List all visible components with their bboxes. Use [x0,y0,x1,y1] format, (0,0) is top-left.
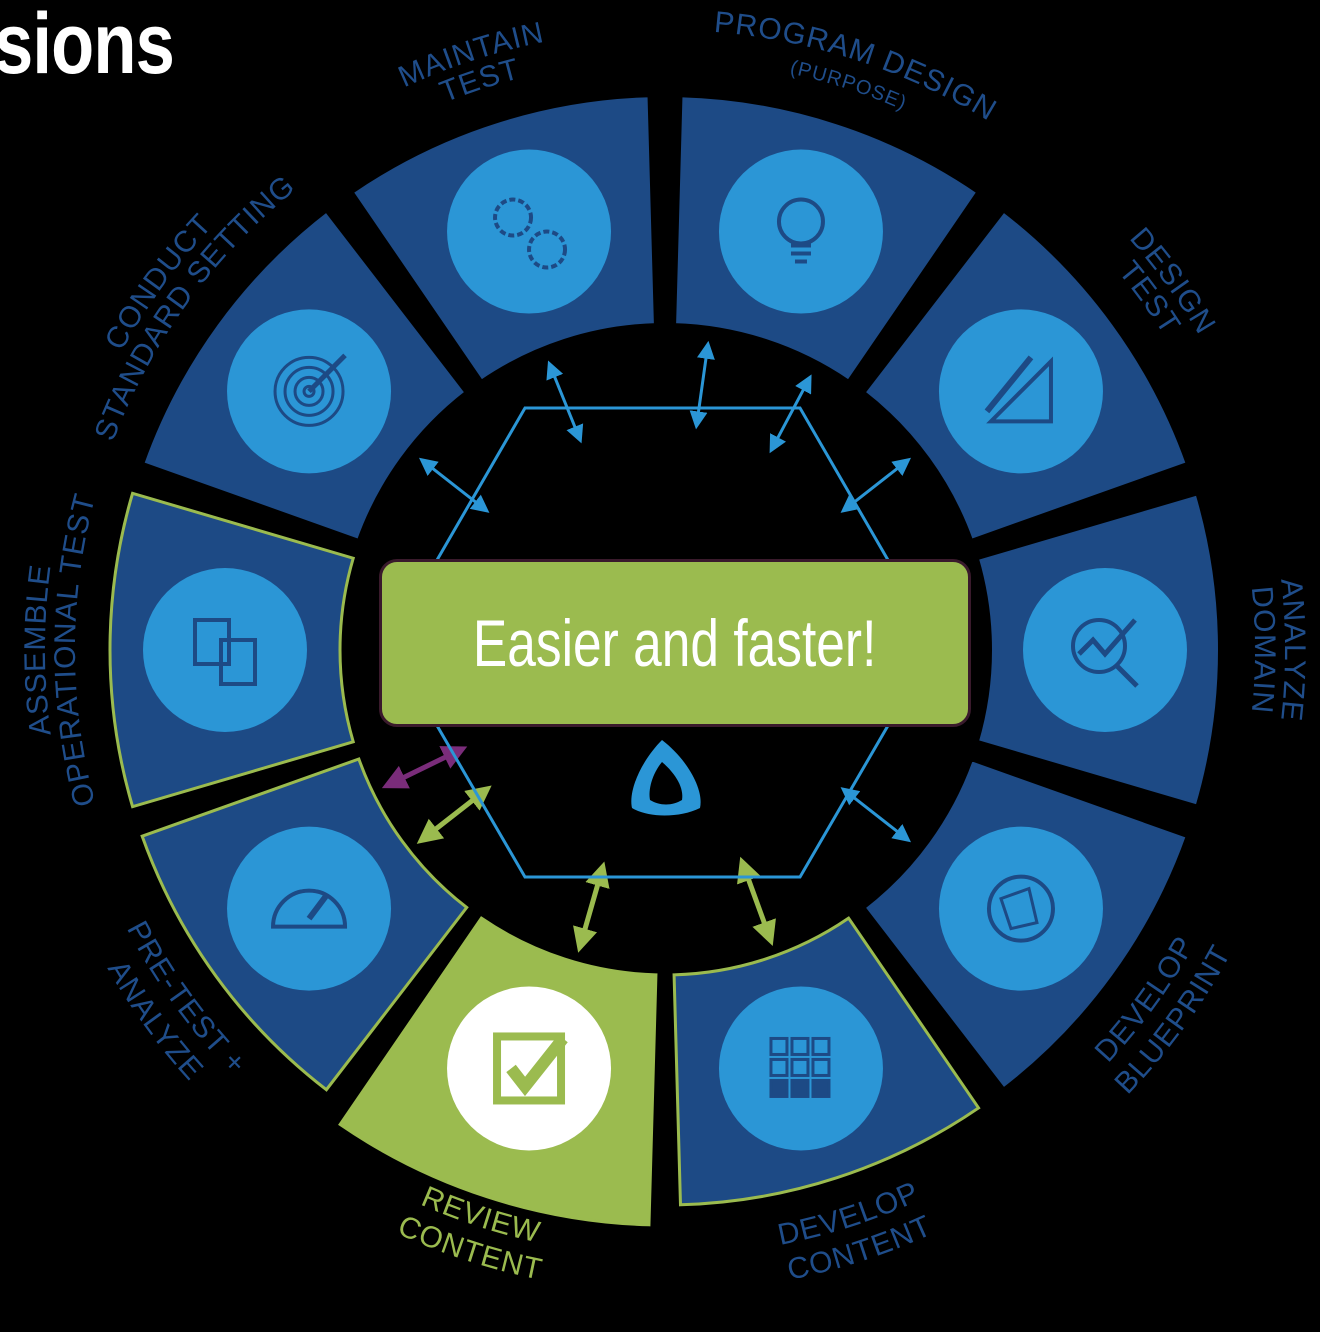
checkbox-icon [447,986,612,1151]
connector-arrow [546,360,584,444]
center-logo-icon [631,740,701,816]
step-label-line: DOMAIN [1245,585,1281,715]
callout-text: Easier and faster! [473,606,877,680]
magnifier-chart-icon [1023,568,1187,732]
connector-arrow [573,861,610,953]
target-icon [227,309,392,474]
network-globe-icon [938,826,1103,991]
connector-arrow [418,457,490,513]
wheel-connectors [381,340,912,953]
connector-arrow [381,746,468,789]
connector-arrow [416,785,492,844]
gauge-icon [227,826,392,991]
connector-arrow [840,457,912,513]
blocks-icon [718,986,883,1151]
connector-arrow [769,374,812,454]
connector-arrow [689,340,715,430]
lightbulb-icon [718,149,883,314]
wheel-icons [143,149,1187,1151]
step-label-line: OPERATIONAL TEST [49,490,102,810]
gears-icon [447,149,612,314]
step-label-line: ANALYZE [1274,577,1311,723]
documents-exchange-icon [143,568,307,732]
page-title: sions [0,0,175,92]
triangle-ruler-icon [938,309,1103,474]
connector-arrow [840,787,912,843]
step-label-line: ASSEMBLE [19,562,58,738]
callout-box: Easier and faster! [379,559,971,727]
